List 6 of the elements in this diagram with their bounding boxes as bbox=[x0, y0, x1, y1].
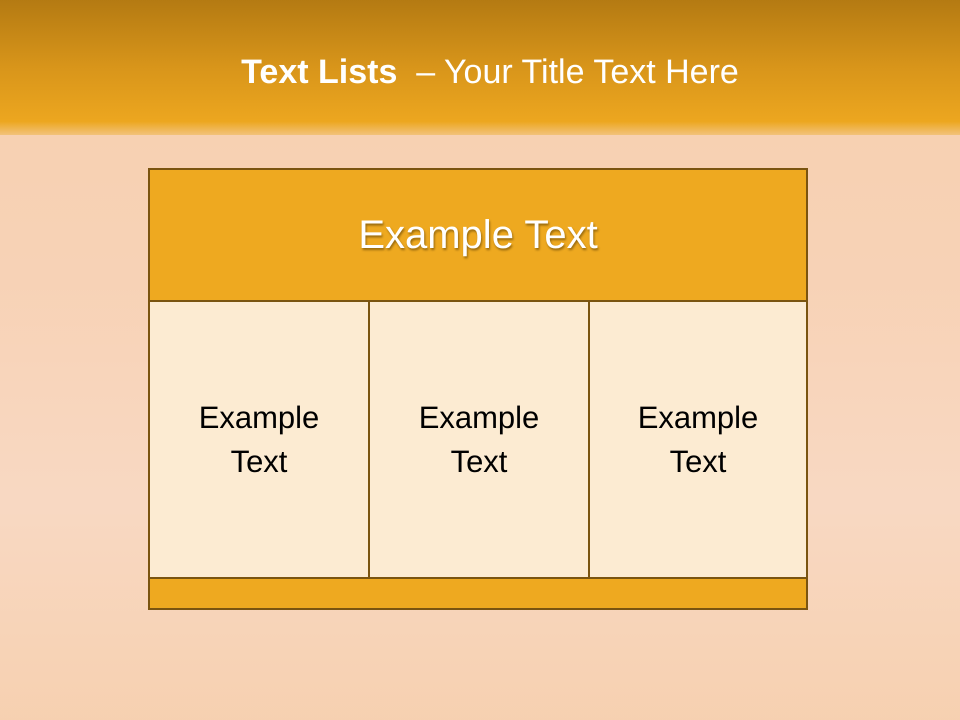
text-panel: Example Text bbox=[588, 300, 808, 579]
footer-bar bbox=[148, 577, 808, 610]
header-band: Example Text bbox=[148, 168, 808, 302]
text-panel: Example Text bbox=[368, 300, 590, 579]
slide-title: Text Lists – Your Title Text Here bbox=[240, 53, 740, 92]
text-panel: Example Text bbox=[148, 300, 370, 579]
